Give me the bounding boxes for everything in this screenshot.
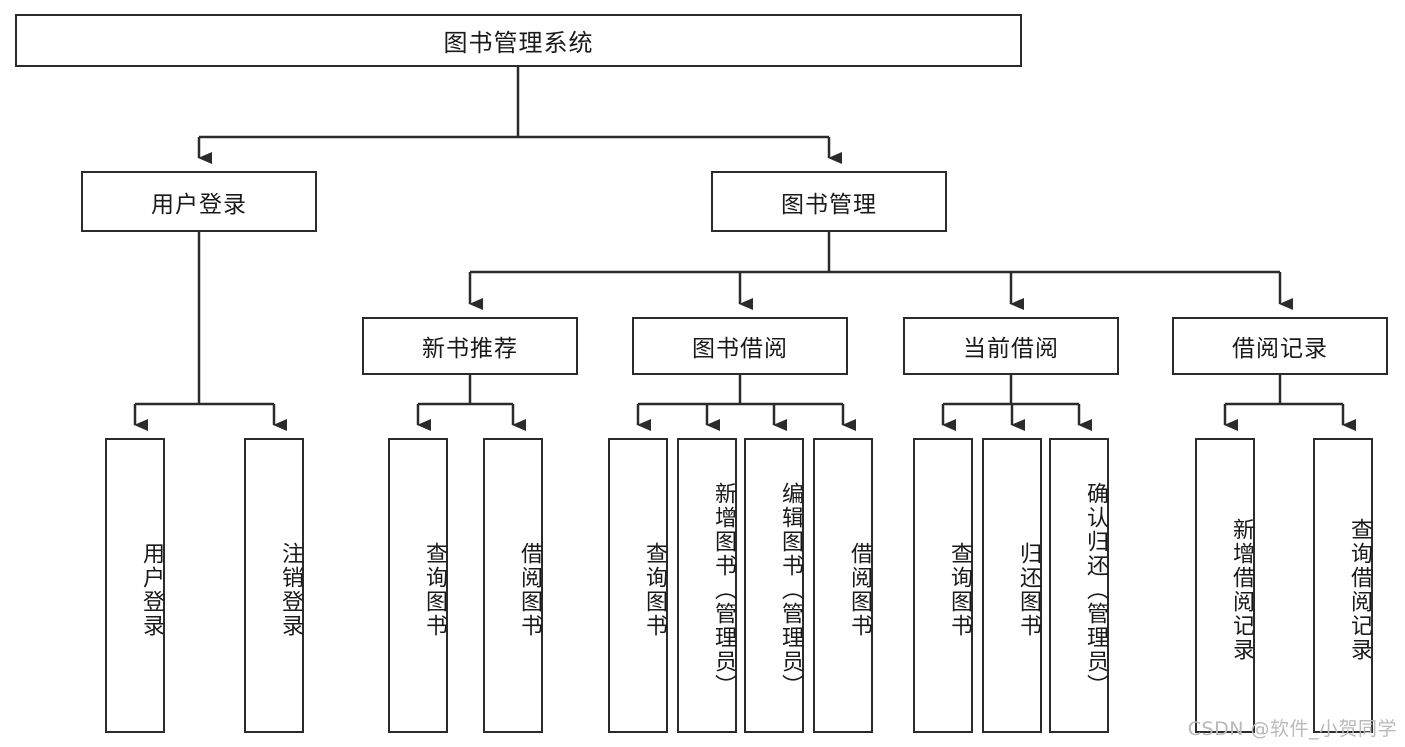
node-borrow-record-label: 借阅记录 (1232, 336, 1328, 362)
node-current-borrow-label: 当前借阅 (963, 336, 1059, 362)
node-leaf-add-book[interactable]: 新增图书（管理员） (677, 438, 737, 733)
node-user-login-label: 用户登录 (151, 191, 247, 218)
node-leaf-query-book-rec[interactable]: 查询图书 (388, 438, 448, 733)
node-root-label: 图书管理系统 (443, 29, 594, 57)
watermark-text: CSDN @软件_小贺同学 (1187, 718, 1397, 740)
node-leaf-query-book-current-label: 查询图书 (947, 541, 972, 638)
node-current-borrow[interactable]: 当前借阅 (903, 317, 1119, 375)
node-leaf-return-book-label: 归还图书 (1016, 541, 1041, 638)
node-leaf-borrow-book-rec[interactable]: 借阅图书 (483, 438, 543, 733)
node-leaf-add-record-label: 新增借阅记录 (1229, 517, 1254, 662)
node-leaf-edit-book-label: 编辑图书（管理员） (778, 481, 803, 698)
node-leaf-edit-book[interactable]: 编辑图书（管理员） (744, 438, 804, 733)
node-leaf-query-record[interactable]: 查询借阅记录 (1313, 438, 1373, 733)
node-leaf-query-book-current[interactable]: 查询图书 (913, 438, 973, 733)
node-leaf-borrow-book-label: 借阅图书 (847, 541, 872, 638)
node-leaf-user-login[interactable]: 用户登录 (105, 438, 165, 733)
node-book-borrow[interactable]: 图书借阅 (632, 317, 848, 375)
node-leaf-user-login-label: 用户登录 (139, 541, 164, 638)
node-leaf-query-book-borrow[interactable]: 查询图书 (608, 438, 668, 733)
node-leaf-borrow-book[interactable]: 借阅图书 (813, 438, 873, 733)
node-leaf-return-book[interactable]: 归还图书 (982, 438, 1042, 733)
node-leaf-logout[interactable]: 注销登录 (244, 438, 304, 733)
node-book-management-label: 图书管理 (781, 191, 877, 218)
node-new-book-recommend-label: 新书推荐 (422, 336, 518, 362)
node-leaf-query-book-rec-label: 查询图书 (422, 541, 447, 638)
node-user-login[interactable]: 用户登录 (81, 171, 317, 232)
node-leaf-add-book-label: 新增图书（管理员） (711, 481, 736, 698)
node-leaf-confirm-return[interactable]: 确认归还（管理员） (1049, 438, 1109, 733)
node-leaf-query-book-borrow-label: 查询图书 (642, 541, 667, 638)
node-leaf-add-record[interactable]: 新增借阅记录 (1195, 438, 1255, 733)
node-borrow-record[interactable]: 借阅记录 (1172, 317, 1388, 375)
node-leaf-query-record-label: 查询借阅记录 (1347, 517, 1372, 662)
node-leaf-borrow-book-rec-label: 借阅图书 (517, 541, 542, 638)
node-leaf-logout-label: 注销登录 (278, 541, 303, 638)
node-root[interactable]: 图书管理系统 (15, 14, 1022, 67)
node-new-book-recommend[interactable]: 新书推荐 (362, 317, 578, 375)
node-leaf-confirm-return-label: 确认归还（管理员） (1083, 481, 1108, 698)
node-book-borrow-label: 图书借阅 (692, 336, 788, 362)
node-book-management[interactable]: 图书管理 (711, 171, 947, 232)
